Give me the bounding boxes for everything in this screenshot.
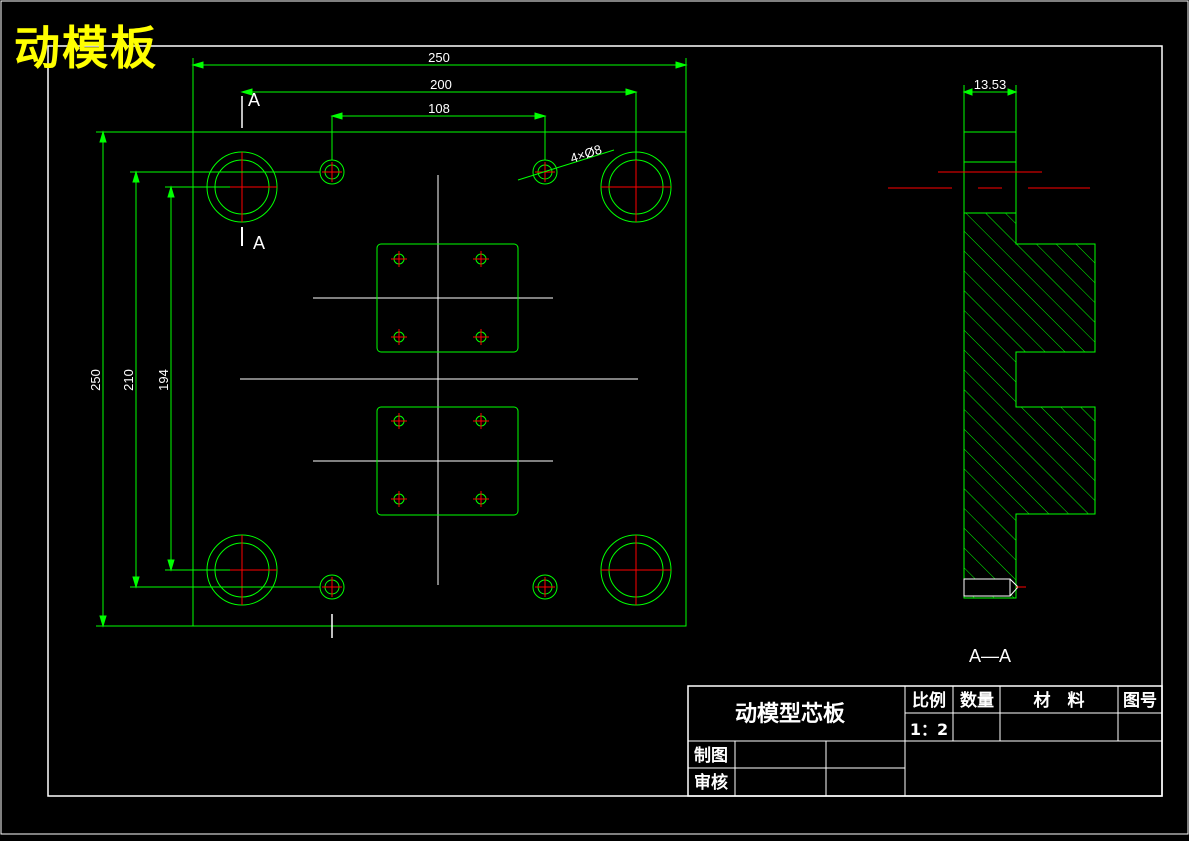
cavity-pocket-upper [376,243,519,353]
guide-bore-bottom-right [600,534,672,606]
dim-hole-callout: 4×Ø8 [568,142,603,166]
dim-pin-vertical-span: 210 [121,369,136,391]
dim-small-hole-span: 108 [428,101,450,116]
small-hole-top-left [319,159,345,185]
section-screw-hole [963,578,1011,597]
small-hole-bottom-left [319,574,345,600]
dim-thickness: 13.53 [974,77,1007,92]
dim-hole-vertical-span: 194 [156,369,171,391]
scale-label: 比例 [912,690,946,711]
section-hatched-body [963,212,1096,599]
section-mark-bottom: A [253,233,265,253]
small-hole-bottom-right [532,574,558,600]
dim-overall-height: 250 [88,369,103,391]
drawn-by-label: 制图 [694,745,728,766]
guide-bore-top-right [600,151,672,223]
dimension-texts: 250 200 108 4×Ø8 250 210 194 13.53 [88,50,1006,391]
inner-border [47,45,1163,797]
plate-outline [192,131,687,627]
cavity-pocket-lower [376,406,519,516]
checked-by-label: 审核 [694,772,728,793]
dimensions [96,58,1018,628]
scale-value: 1：2 [910,720,948,739]
guide-bore-top-left [206,151,278,223]
dim-overall-width: 250 [428,50,450,65]
section-view-label: A—A [969,646,1011,666]
part-name: 动模型芯板 [735,702,846,727]
drawing-title: 动模板 [14,21,158,75]
pocket-screw-holes [391,251,489,507]
title-block [687,685,1163,797]
dim-pin-span: 200 [430,77,452,92]
quantity-label: 数量 [960,690,994,711]
material-label: 材 料 [1034,690,1085,711]
drawing-number-label: 图号 [1123,691,1157,711]
section-view: A—A [888,131,1096,666]
